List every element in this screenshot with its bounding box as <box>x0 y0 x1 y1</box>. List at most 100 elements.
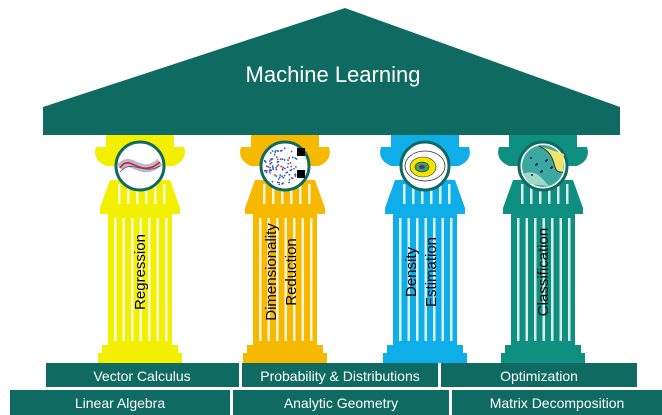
scatter-point <box>269 152 272 154</box>
pillar-flute <box>165 218 168 341</box>
foundation-lower: Linear Algebra Analytic Geometry Matrix … <box>10 390 662 415</box>
pillar-collar <box>385 208 465 214</box>
pillar-flute <box>441 218 444 341</box>
scatter-point <box>288 173 291 176</box>
scatter-point <box>273 153 276 156</box>
pillar-flute <box>559 218 562 341</box>
pillar-flute <box>163 184 166 204</box>
scatter-point <box>263 169 266 172</box>
foundation-label: Vector Calculus <box>93 368 190 384</box>
pillar-flute <box>439 184 442 204</box>
scatter-point <box>277 150 280 153</box>
pillar-flute <box>263 184 266 204</box>
pillar-flute <box>557 184 560 204</box>
scatter-point <box>294 173 297 176</box>
scatter-point <box>277 178 280 180</box>
scatter-point <box>294 165 297 168</box>
pillar-label-line: Density <box>403 246 420 297</box>
scatter-point <box>271 165 274 167</box>
pillar-collar <box>245 208 325 214</box>
class-point <box>536 163 538 165</box>
pillar-flute <box>407 218 410 341</box>
pillar-plinth <box>243 353 327 363</box>
scatter-point <box>289 169 292 172</box>
scatter-point <box>287 162 290 165</box>
foundation-lower-block <box>452 390 662 415</box>
scatter-point <box>293 167 295 170</box>
scatter-point <box>265 171 268 174</box>
pillar-flute <box>517 218 520 341</box>
class-point <box>530 157 532 159</box>
scatter-point <box>274 174 276 176</box>
scatter-point <box>275 166 278 169</box>
pillar-flute <box>276 218 279 341</box>
scatter-point <box>270 158 272 161</box>
scatter-point <box>278 183 281 186</box>
pillar-flute <box>551 218 554 341</box>
foundation-lower-block <box>10 390 230 415</box>
scatter-point <box>274 150 277 152</box>
scatter-point <box>291 177 294 180</box>
scatter-point <box>290 165 293 168</box>
scatter-point <box>281 168 284 171</box>
scatter-point <box>279 149 282 152</box>
pillar-flute <box>399 218 402 341</box>
foundation-label: Linear Algebra <box>75 395 166 411</box>
pillar-label: Classification <box>535 228 552 316</box>
pillar-flute <box>403 184 406 204</box>
foundation-label: Optimization <box>500 368 578 384</box>
pillar-flute <box>293 218 296 341</box>
scatter-point <box>281 158 284 161</box>
scatter-point <box>276 165 279 168</box>
pillar-flute <box>412 184 415 204</box>
scatter-point <box>266 170 268 172</box>
scatter-point <box>279 174 282 177</box>
pillar-flute <box>450 218 453 341</box>
class-point <box>541 170 543 172</box>
scatter-point <box>275 156 278 159</box>
scatter-projection-icon <box>259 140 311 192</box>
scatter-point <box>294 157 297 160</box>
foundation-label: Analytic Geometry <box>284 395 398 411</box>
pillar-flute <box>433 218 436 341</box>
decision-boundary <box>538 145 564 173</box>
pillar-label-line: Estimation <box>423 237 440 307</box>
scatter-point <box>283 174 286 177</box>
pillar-flute <box>525 218 528 341</box>
class-point <box>546 159 548 161</box>
scatter-point <box>281 175 284 178</box>
scatter-point <box>283 147 286 150</box>
pillar-flute <box>416 218 419 341</box>
scatter-point <box>276 181 279 184</box>
pillar-flute <box>421 184 424 204</box>
scatter-point <box>294 175 297 177</box>
density-contour <box>404 150 446 182</box>
scatter-point <box>263 159 266 162</box>
roof-beam <box>43 107 620 135</box>
scatter-point <box>278 176 281 179</box>
pillar-base <box>505 345 581 353</box>
pillar-flute <box>154 184 157 204</box>
scatter-point <box>282 166 285 169</box>
pillar-flute <box>301 218 304 341</box>
pillar-flute <box>267 218 270 341</box>
pillar-flute <box>281 184 284 204</box>
regression-curve <box>119 161 161 169</box>
scatter-point <box>288 157 291 159</box>
digit-thumbnail <box>297 148 305 156</box>
scatter-point <box>275 168 278 171</box>
scatter-point <box>271 180 274 183</box>
pillar-flute <box>548 184 551 204</box>
scatter-point <box>278 181 280 184</box>
pillar-collar <box>100 208 180 214</box>
digit-thumbnail <box>297 170 305 178</box>
scatter-point <box>265 165 268 168</box>
class-point <box>551 166 553 168</box>
scatter-point <box>275 175 278 178</box>
scatter-point <box>270 161 273 164</box>
pillar-flute <box>566 184 569 204</box>
scatter-point <box>269 160 271 162</box>
scatter-point <box>282 176 285 179</box>
roof: Machine Learning <box>43 8 620 135</box>
